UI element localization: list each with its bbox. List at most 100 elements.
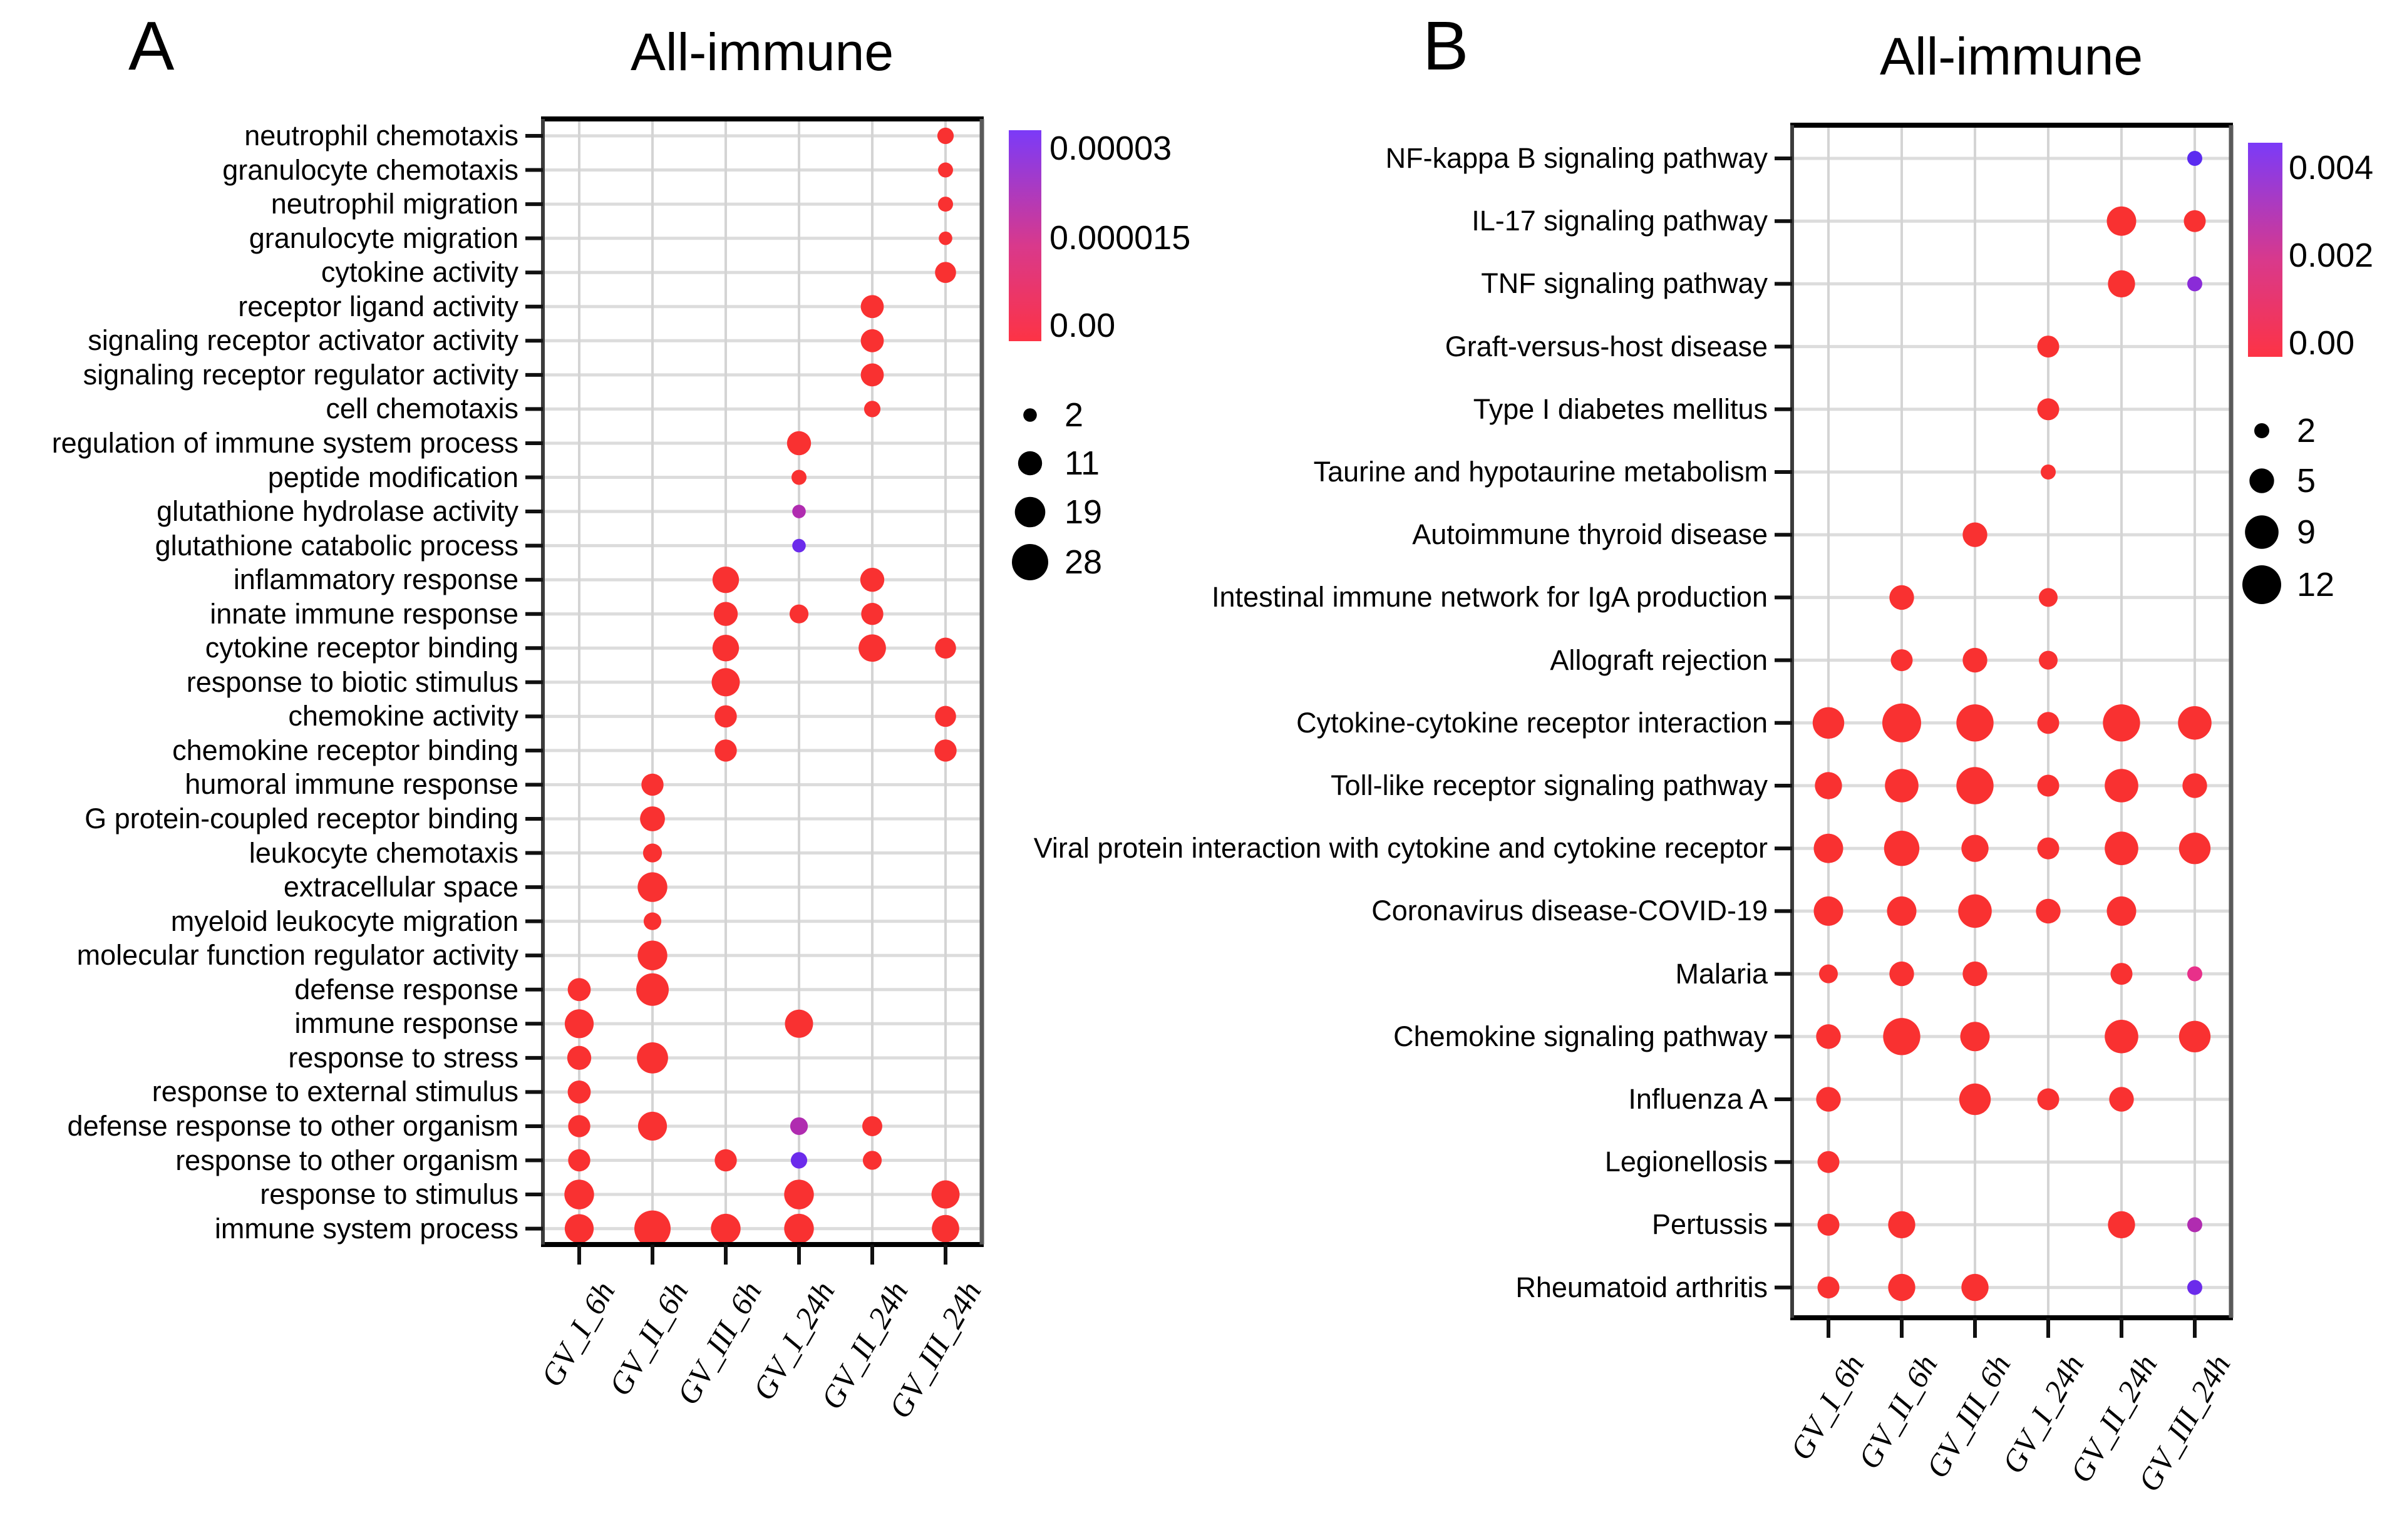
data-point: [858, 634, 886, 662]
y-axis-label: TNF signaling pathway: [1481, 267, 1768, 300]
y-axis-label: Taurine and hypotaurine metabolism: [1313, 456, 1768, 488]
data-point: [939, 231, 952, 245]
data-point: [2037, 398, 2060, 421]
y-axis-label: innate immune response: [210, 597, 518, 630]
size-legend-dot: [2242, 565, 2281, 604]
data-point: [860, 295, 884, 319]
data-point: [2105, 831, 2138, 865]
panel-a-letter: A: [128, 8, 175, 85]
data-point: [2103, 704, 2140, 742]
y-axis-label: NF-kappa B signaling pathway: [1385, 142, 1768, 174]
data-point: [1817, 1151, 1840, 1173]
data-point: [636, 973, 669, 1006]
data-point: [1884, 831, 1920, 866]
panel-b-letter: B: [1423, 8, 1469, 85]
y-axis-label: chemokine receptor binding: [172, 734, 518, 766]
y-axis-label: cell chemotaxis: [326, 393, 518, 425]
data-point: [937, 127, 954, 145]
size-legend-label: 19: [1065, 493, 1103, 531]
colorbar-tick-label: 0.00: [2289, 324, 2355, 362]
y-axis-label: response to stimulus: [260, 1178, 518, 1211]
data-point: [1819, 964, 1838, 983]
data-point: [2039, 588, 2058, 607]
y-axis-label: response to stress: [288, 1041, 518, 1074]
y-axis-label: G protein-coupled receptor binding: [85, 803, 518, 834]
y-axis-label: Pertussis: [1651, 1208, 1768, 1241]
y-axis-label: signaling receptor regulator activity: [83, 358, 518, 391]
data-point: [1960, 1022, 1990, 1052]
y-axis-label: glutathione hydrolase activity: [157, 495, 518, 528]
y-axis-label: receptor ligand activity: [238, 290, 518, 322]
data-point: [864, 401, 881, 418]
data-point: [2105, 1020, 2138, 1054]
size-legend-dot: [2254, 423, 2269, 438]
data-point: [792, 505, 806, 518]
colorbar-tick-label: 0.004: [2289, 149, 2374, 187]
data-point: [785, 1009, 813, 1038]
y-axis-label: neutrophil migration: [271, 188, 518, 220]
data-point: [2039, 650, 2058, 670]
data-point: [714, 705, 737, 728]
data-point: [1817, 1276, 1840, 1299]
data-point: [2187, 276, 2202, 292]
data-point: [643, 912, 662, 930]
panel-a-title: All-immune: [630, 23, 894, 81]
data-point: [1959, 1083, 1991, 1116]
y-axis-label: response to biotic stimulus: [186, 665, 518, 698]
y-axis-label: Chemokine signaling pathway: [1393, 1020, 1768, 1052]
data-point: [712, 566, 740, 593]
data-point: [934, 739, 957, 762]
colorbar-tick-label: 0.002: [2289, 237, 2374, 274]
data-point: [2187, 151, 2202, 166]
size-legend-label: 11: [1065, 444, 1100, 482]
data-point: [2037, 837, 2060, 860]
data-point: [935, 637, 956, 659]
data-point: [792, 538, 806, 553]
data-point: [2187, 966, 2202, 982]
size-legend-label: 9: [2297, 513, 2316, 551]
data-point: [2037, 1088, 2060, 1111]
data-point: [2036, 898, 2061, 924]
data-point: [935, 706, 956, 727]
data-point: [2037, 774, 2060, 797]
size-legend-dot: [2249, 468, 2274, 493]
data-point: [567, 1081, 591, 1104]
data-point: [789, 604, 809, 624]
data-point: [712, 635, 740, 662]
data-point: [568, 1115, 590, 1137]
size-legend-dot: [1018, 451, 1043, 476]
y-axis-label: myeloid leukocyte migration: [170, 905, 518, 937]
data-point: [2108, 270, 2135, 298]
data-point: [713, 602, 738, 626]
y-axis-label: Coronavirus disease-COVID-19: [1371, 895, 1768, 927]
data-point: [1885, 769, 1919, 803]
data-point: [1888, 1211, 1915, 1239]
size-legend-label: 12: [2297, 566, 2335, 603]
y-axis-label: chemokine activity: [288, 700, 518, 732]
y-axis-label: Type I diabetes mellitus: [1473, 393, 1768, 425]
data-point: [634, 1210, 671, 1247]
data-point: [564, 1214, 594, 1243]
data-point: [1956, 704, 1994, 742]
y-axis-label: Autoimmune thyroid disease: [1412, 518, 1768, 551]
size-legend-label: 5: [2297, 462, 2316, 500]
data-point: [790, 1152, 808, 1169]
colorbar-tick-label: 0.000015: [1049, 219, 1191, 257]
data-point: [1816, 1024, 1841, 1049]
data-point: [1813, 833, 1843, 863]
data-point: [931, 1180, 960, 1209]
y-axis-label: molecular function regulator activity: [76, 939, 518, 972]
plots-canvas: [525, 116, 2281, 1338]
data-point: [2187, 1280, 2202, 1295]
data-point: [1956, 767, 1994, 804]
data-point: [2187, 1217, 2202, 1233]
data-point: [1961, 834, 1989, 862]
data-point: [1816, 1087, 1841, 1112]
size-legend-label: 28: [1065, 543, 1103, 581]
data-point: [1962, 647, 1987, 673]
data-point: [567, 1045, 592, 1070]
size-legend-dot: [1014, 496, 1046, 528]
data-point: [2037, 712, 2060, 734]
data-point: [2108, 1211, 2135, 1239]
data-point: [790, 1117, 808, 1136]
